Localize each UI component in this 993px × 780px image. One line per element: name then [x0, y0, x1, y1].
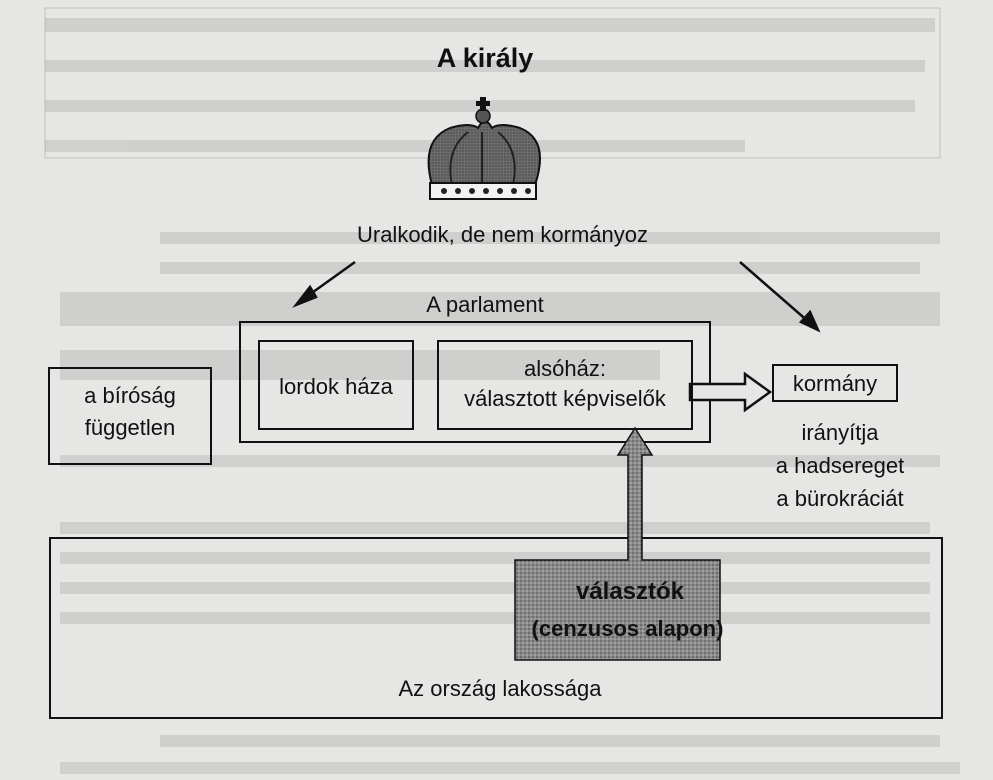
government-line-4: a bürokráciát	[776, 486, 904, 511]
parliament-label: A parlament	[426, 292, 544, 317]
government-label: kormány	[792, 371, 878, 396]
population-label: Az ország lakossága	[398, 676, 602, 701]
government-line-2: irányítja	[801, 420, 879, 445]
lords-house-label: lordok háza	[279, 374, 393, 399]
lords-house-box: lordok háza	[258, 340, 414, 430]
voters-label-2: (cenzusos alapon)	[531, 616, 724, 641]
voters-label-1: választók	[575, 578, 685, 605]
page-title: A király	[436, 43, 534, 73]
court-label-2: független	[84, 415, 176, 440]
commons-label-2: választott képviselők	[464, 386, 666, 411]
arrows	[292, 260, 821, 333]
government-box: kormány	[772, 364, 898, 402]
commons-label-1: alsóház:	[524, 356, 606, 381]
commons-box: alsóház: választott képviselők	[437, 340, 693, 430]
crown-icon	[427, 97, 541, 200]
slogan-text: Uralkodik, de nem kormányoz	[356, 222, 648, 247]
court-box: a bíróság független	[48, 367, 212, 465]
court-label-1: a bíróság	[84, 383, 176, 408]
government-line-3: a hadsereget	[775, 453, 905, 478]
